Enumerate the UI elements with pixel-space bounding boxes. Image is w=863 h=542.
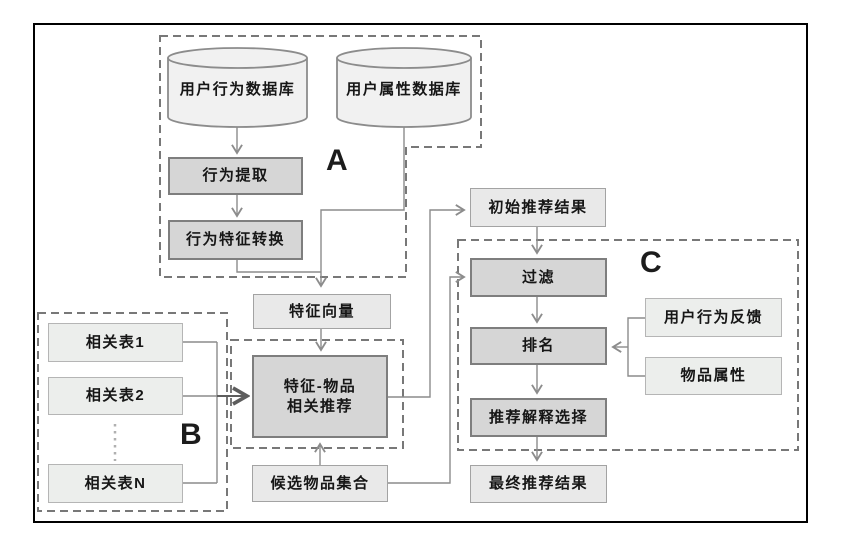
region-b-label: B	[180, 418, 202, 451]
node-behavior-feature-convert: 行为特征转换	[168, 220, 303, 260]
connector-convert-elbow	[236, 260, 321, 273]
region-a-outline	[159, 35, 482, 278]
node-item-attribute: 物品属性	[645, 357, 782, 395]
connector-featureitem-to-initialresult	[388, 204, 466, 398]
node-related-table-1: 相关表1	[48, 323, 183, 362]
node-filter: 过滤	[470, 258, 607, 297]
region-c-label: C	[640, 246, 662, 279]
region-b-outline	[37, 312, 228, 512]
node-related-table-n: 相关表N	[48, 464, 183, 503]
connector-candidates-to-filter	[388, 271, 466, 484]
db-attribute-cylinder-icon	[336, 47, 472, 128]
node-feature-vector: 特征向量	[253, 294, 391, 329]
node-user-feedback: 用户行为反馈	[645, 298, 782, 337]
node-candidate-items: 候选物品集合	[252, 465, 388, 502]
region-a-label: A	[326, 144, 348, 177]
connector-dbattribute-to-featurevector	[315, 127, 405, 288]
node-explanation-select: 推荐解释选择	[470, 398, 607, 437]
node-initial-result: 初始推荐结果	[470, 188, 606, 227]
connector-feedback-bracket	[627, 317, 645, 377]
node-feature-item-recommend-line2: 相关推荐	[286, 397, 353, 415]
db-attribute-label: 用户属性数据库	[346, 80, 462, 98]
node-final-result: 最终推荐结果	[470, 465, 607, 503]
node-feature-item-recommend: 特征-物品 相关推荐	[252, 355, 388, 438]
region-c-outline	[457, 239, 799, 451]
connector-related-tables-collector	[183, 341, 218, 484]
db-behavior-label: 用户行为数据库	[179, 80, 296, 98]
node-feature-item-recommend-line1: 特征-物品	[283, 377, 357, 395]
node-ranking: 排名	[470, 327, 607, 365]
node-behavior-extract: 行为提取	[168, 157, 303, 195]
node-related-table-2: 相关表2	[48, 377, 183, 415]
